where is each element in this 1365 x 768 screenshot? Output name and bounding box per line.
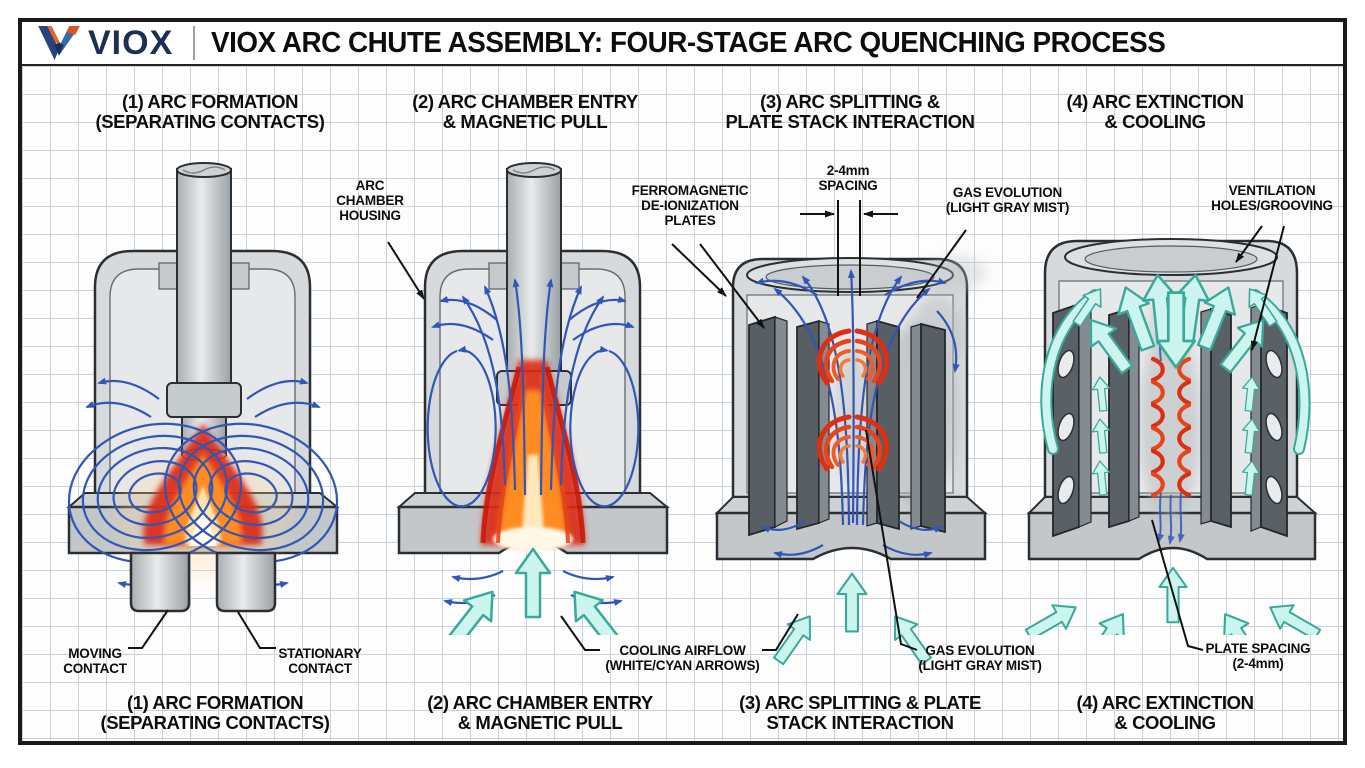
label-spacing-dimension: 2-4mm SPACING bbox=[818, 163, 878, 194]
moving-contact-rod bbox=[166, 162, 242, 462]
panel3-top-title: (3) ARC SPLITTING & PLATE STACK INTERACT… bbox=[725, 91, 975, 133]
magnetic-field-lines bbox=[755, 269, 960, 559]
panel4-top-title: (4) ARC EXTINCTION & COOLING bbox=[1066, 91, 1244, 133]
header-bar: VIOX VIOX ARC CHUTE ASSEMBLY: FOUR-STAGE… bbox=[22, 22, 1343, 66]
label-ventilation-holes: VENTILATION HOLES/GROOVING bbox=[1211, 183, 1333, 214]
label-plate-spacing: PLATE SPACING (2-4mm) bbox=[1205, 641, 1311, 672]
brand-text: VIOX bbox=[88, 24, 174, 62]
cooling-airflow-arrows bbox=[435, 547, 632, 635]
panel1-bottom-caption: (1) ARC FORMATION (SEPARATING CONTACTS) bbox=[100, 692, 330, 734]
panel4-bottom-caption: (4) ARC EXTINCTION & COOLING bbox=[1076, 692, 1254, 734]
label-ferromagnetic-plates: FERROMAGNETIC DE-IONIZATION PLATES bbox=[631, 183, 749, 229]
header-separator bbox=[193, 26, 196, 60]
magnetic-field-lines bbox=[426, 278, 640, 606]
panel2-bottom-caption: (2) ARC CHAMBER ENTRY & MAGNETIC PULL bbox=[427, 692, 653, 734]
label-cooling-airflow: COOLING AIRFLOW (WHITE/CYAN ARROWS) bbox=[605, 643, 760, 674]
panel3-bottom-caption: (3) ARC SPLITTING & PLATE STACK INTERACT… bbox=[739, 692, 981, 734]
panel1-top-title: (1) ARC FORMATION (SEPARATING CONTACTS) bbox=[95, 91, 325, 133]
page-title: VIOX ARC CHUTE ASSEMBLY: FOUR-STAGE ARC … bbox=[211, 26, 1166, 59]
label-stationary-contact: STATIONARY CONTACT bbox=[278, 646, 362, 677]
label-arc-chamber-housing: ARC CHAMBER HOUSING bbox=[336, 178, 404, 224]
panel4-diagram bbox=[1020, 238, 1326, 635]
label-moving-contact: MOVING CONTACT bbox=[63, 646, 127, 677]
panel2-diagram bbox=[396, 162, 670, 635]
viox-logo-icon bbox=[38, 25, 80, 61]
stretched-arc-column bbox=[480, 360, 586, 551]
contact-studs bbox=[129, 551, 277, 613]
label-gas-evolution-bottom: GAS EVOLUTION (LIGHT GRAY MIST) bbox=[918, 643, 1042, 674]
panel3-diagram bbox=[714, 255, 988, 665]
panel1-diagram bbox=[66, 162, 340, 613]
cooling-arc-remnants bbox=[1150, 356, 1192, 498]
panel2-top-title: (2) ARC CHAMBER ENTRY & MAGNETIC PULL bbox=[412, 91, 638, 133]
label-gas-evolution-top: GAS EVOLUTION (LIGHT GRAY MIST) bbox=[945, 185, 1070, 216]
viox-logo: VIOX bbox=[36, 23, 173, 63]
